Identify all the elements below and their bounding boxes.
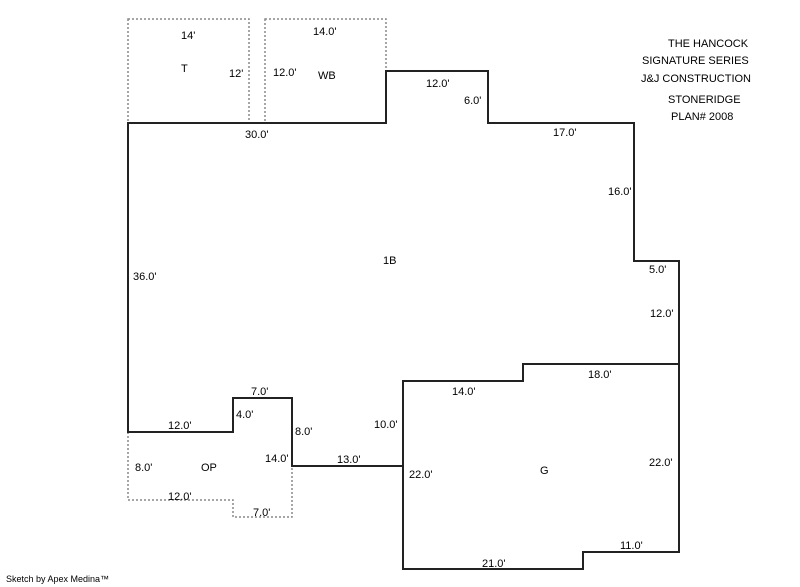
dim-right-top: 17.0' xyxy=(553,127,577,139)
dim-wb-top: 14.0' xyxy=(313,26,337,38)
area-op-outline xyxy=(127,432,293,518)
dim-op-step: 4.0' xyxy=(236,409,253,421)
dim-main-top: 30.0' xyxy=(245,129,269,141)
area-1b-outline xyxy=(127,70,680,467)
dim-right-side2: 12.0' xyxy=(650,308,674,320)
dim-connector: 13.0' xyxy=(337,454,361,466)
area-label-1b: 1B xyxy=(383,255,396,267)
dim-g-bottom: 21.0' xyxy=(482,558,506,570)
title-line-5: PLAN# 2008 xyxy=(671,111,733,123)
dim-t-top: 14' xyxy=(181,30,195,42)
area-g-outline xyxy=(402,363,680,570)
dim-op-right: 14.0' xyxy=(265,453,289,465)
dim-op-left: 8.0' xyxy=(135,462,152,474)
dim-g-right: 22.0' xyxy=(649,457,673,469)
title-line-2: SIGNATURE SERIES xyxy=(642,55,749,67)
area-label-op: OP xyxy=(201,462,217,474)
dim-op-top-left: 12.0' xyxy=(168,420,192,432)
dim-g-top-left: 14.0' xyxy=(452,386,476,398)
dim-bump-side: 6.0' xyxy=(464,95,481,107)
dim-bump-top: 12.0' xyxy=(426,78,450,90)
dim-left-side: 36.0' xyxy=(133,271,157,283)
dim-op-right-upper: 8.0' xyxy=(295,426,312,438)
dim-right-side1: 16.0' xyxy=(608,186,632,198)
area-label-g: G xyxy=(540,465,549,477)
dim-g-upper-left: 10.0' xyxy=(374,419,398,431)
dim-wb-side: 12.0' xyxy=(273,67,297,79)
dim-g-left: 22.0' xyxy=(409,469,433,481)
area-label-t: T xyxy=(181,63,188,75)
dim-g-bottom-right: 11.0' xyxy=(620,540,643,552)
area-label-wb: WB xyxy=(318,70,336,82)
dim-op-top: 7.0' xyxy=(251,386,268,398)
dim-g-top-right: 18.0' xyxy=(588,369,612,381)
dim-op-bottom-step: 7.0' xyxy=(253,507,270,519)
dim-t-side: 12' xyxy=(229,68,243,80)
title-line-3: J&J CONSTRUCTION xyxy=(641,73,751,85)
title-line-4: STONERIDGE xyxy=(668,94,741,106)
dim-right-step: 5.0' xyxy=(649,264,666,276)
title-line-1: THE HANCOCK xyxy=(668,38,749,50)
dim-op-bottom: 12.0' xyxy=(168,491,192,503)
footer-credit: Sketch by Apex Medina™ xyxy=(6,574,109,584)
